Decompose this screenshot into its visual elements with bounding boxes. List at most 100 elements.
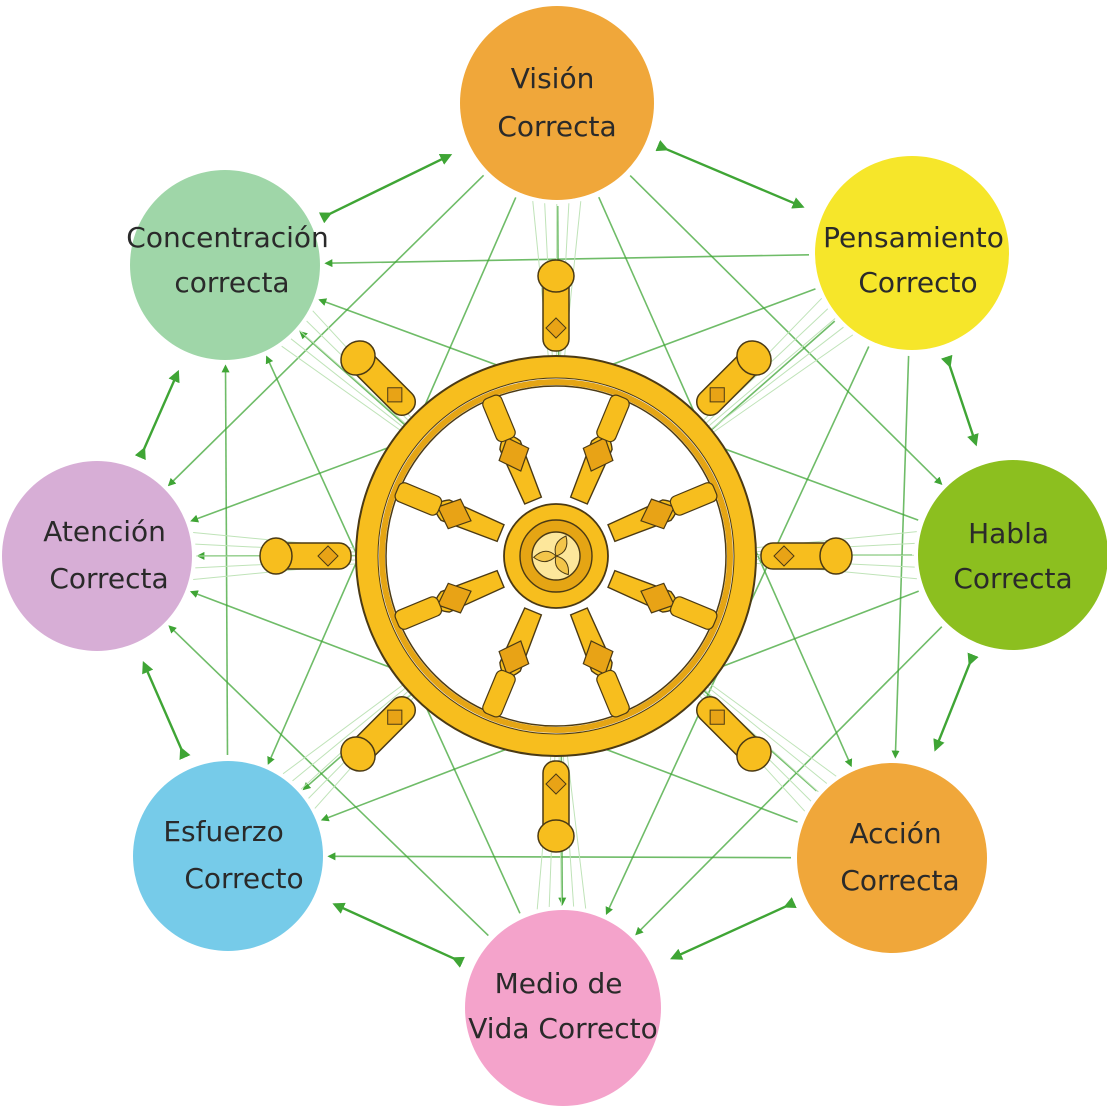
spoke-end: [669, 596, 718, 630]
spoke-diamond: [640, 498, 676, 530]
spoke-end: [394, 596, 443, 630]
svg-text:Pensamiento Correcto: Pensamiento Correcto: [823, 221, 1013, 299]
node-pensamiento: Pensamiento Correcto: [815, 156, 1013, 350]
spoke-end: [482, 394, 516, 443]
wheel-spoke: [482, 394, 543, 505]
handle-diamond: [545, 773, 567, 795]
node-label-line: correcta: [174, 266, 289, 299]
node-label-line: Correcto: [858, 266, 977, 299]
cycle-arrow: [142, 661, 191, 760]
wheel-spoke: [607, 569, 718, 630]
svg-text:Concentración correcta: Concentración correcta: [126, 221, 337, 299]
spoke-end: [669, 482, 718, 516]
node-circle: [460, 6, 654, 200]
dharma-wheel-icon: [259, 259, 853, 853]
wheel-spoke: [394, 482, 505, 543]
wheel-spoke: [607, 482, 718, 543]
connection-arrow: [327, 852, 792, 861]
connection-arrow: [221, 364, 230, 756]
wheel-handle: [340, 340, 417, 417]
node-label-line: Atención: [43, 515, 166, 548]
svg-text:Acción Correcta: Acción Correcta: [840, 817, 959, 897]
handle-knob: [537, 259, 575, 293]
handle-diamond: [387, 709, 403, 725]
spoke-diamond: [582, 640, 614, 676]
connection-arrow: [629, 174, 943, 486]
spoke-diamond: [640, 582, 676, 614]
spoke-diamond: [582, 436, 614, 472]
cycle-arrow: [318, 154, 453, 224]
handle-knob: [537, 819, 575, 853]
node-label-line: Habla: [968, 517, 1049, 550]
connection-arrow: [167, 174, 485, 487]
spoke-diamond: [436, 498, 472, 530]
wheel-rim-band: [379, 379, 733, 733]
node-label-line: Correcta: [49, 562, 168, 595]
node-circle: [797, 763, 987, 953]
spoke-diamond: [436, 582, 472, 614]
spoke-end: [394, 482, 443, 516]
cycle-arrow: [933, 652, 979, 752]
handle-diamond: [387, 387, 403, 403]
wheel-handle: [695, 695, 772, 772]
handle-diamond: [317, 545, 339, 567]
svg-text:Medio de Vida Correcto: Medio de Vida Correcto: [468, 967, 657, 1045]
spoke-end: [482, 669, 516, 718]
handle-diamond: [709, 709, 725, 725]
connection-arrow: [635, 626, 943, 936]
node-label-line: Vida Correcto: [468, 1012, 657, 1045]
spoke-end: [596, 669, 630, 718]
node-label-line: Correcta: [840, 864, 959, 897]
node-circle: [133, 761, 323, 951]
wheel-handle: [259, 537, 352, 575]
swirl-segment: [532, 550, 557, 563]
spoke-diamond: [498, 640, 530, 676]
node-label-line: Pensamiento: [823, 221, 1004, 254]
wheel-spoke: [569, 394, 630, 505]
connection-arrow: [891, 355, 910, 759]
cycle-arrow: [941, 354, 979, 447]
node-label-line: Correcta: [953, 562, 1072, 595]
node-label-line: Concentración: [126, 221, 329, 254]
node-circle: [918, 460, 1107, 650]
svg-text:Habla Correcta: Habla Correcta: [953, 517, 1072, 595]
connection-arrow: [324, 253, 810, 268]
gankyil-swirl: [554, 555, 570, 576]
spoke-diamond: [498, 436, 530, 472]
cycle-arrows: [134, 140, 979, 968]
handle-diamond: [709, 387, 725, 403]
wheel-handle: [695, 340, 772, 417]
node-habla: Habla Correcta: [918, 460, 1107, 650]
swirl-segment: [554, 535, 568, 557]
wheel-spoke: [482, 607, 543, 718]
gankyil-swirl: [532, 550, 557, 563]
wheel-handle: [760, 537, 853, 575]
node-atencion: Atención Correcta: [2, 461, 192, 651]
cycle-arrow: [134, 369, 180, 461]
cycle-arrow: [655, 140, 805, 209]
swirl-segment: [554, 555, 570, 576]
svg-text:Visión Correcta: Visión Correcta: [497, 62, 616, 143]
node-label-line: Visión: [511, 62, 595, 95]
svg-text:Esfuerzo Correcto: Esfuerzo Correcto: [163, 815, 303, 895]
handle-knob: [819, 537, 853, 575]
node-esfuerzo: Esfuerzo Correcto: [133, 761, 323, 951]
node-medio: Medio de Vida Correcto: [465, 910, 661, 1106]
cycle-arrow: [332, 902, 465, 968]
node-label-line: Correcto: [184, 862, 303, 895]
node-label-line: Medio de: [495, 967, 623, 1000]
node-accion: Acción Correcta: [797, 763, 987, 953]
handle-diamond: [545, 317, 567, 339]
node-circle: [465, 910, 661, 1106]
node-circle: [130, 170, 320, 360]
cycle-arrow: [670, 897, 797, 960]
node-circle: [815, 156, 1009, 350]
node-label-line: Correcta: [497, 110, 616, 143]
node-label-line: Esfuerzo: [163, 815, 283, 848]
node-label-line: Acción: [849, 817, 941, 850]
handle-diamond: [773, 545, 795, 567]
handle-knob: [736, 736, 772, 772]
spoke-end: [596, 394, 630, 443]
wheel-handle: [537, 259, 575, 352]
